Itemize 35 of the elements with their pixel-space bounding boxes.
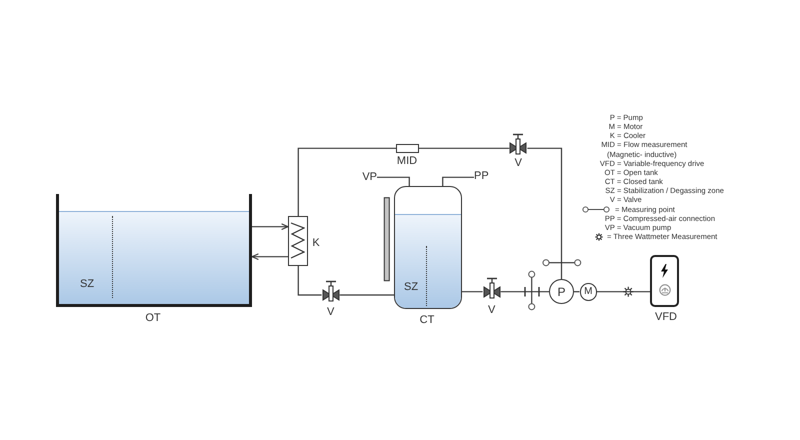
valve-label: V — [327, 306, 334, 319]
cooler-box — [288, 216, 308, 266]
cooler-label: K — [312, 237, 320, 250]
pipe-line — [527, 148, 562, 279]
drive-unit-box — [650, 255, 679, 307]
flow-arrow — [252, 223, 289, 230]
zone-label: SZ — [80, 278, 94, 291]
valve-symbol — [322, 280, 340, 302]
valve-label: V — [514, 157, 522, 170]
zone-label: SZ — [404, 281, 418, 294]
valve-symbol — [482, 276, 501, 299]
pipe-line — [377, 176, 410, 186]
pipe-line — [597, 291, 650, 292]
tank-label: OT — [145, 312, 161, 325]
flow-arrow — [251, 253, 288, 260]
pipe-line — [298, 266, 322, 296]
pipe-line — [442, 176, 474, 186]
closed-tank — [394, 186, 462, 309]
motor-symbol: M — [580, 283, 597, 300]
valve-symbol — [509, 133, 528, 156]
pipe-line — [500, 291, 549, 292]
flow-meter-label: MID — [396, 155, 418, 168]
pipe-line — [298, 148, 396, 216]
pump-symbol: P — [549, 279, 574, 304]
tank-label: CT — [420, 314, 434, 327]
pipe-line — [340, 294, 394, 296]
open-tank — [56, 194, 252, 307]
pipe-line — [574, 291, 580, 292]
valve-label: V — [488, 304, 496, 317]
flow-meter-box — [396, 144, 419, 153]
pipe-line — [462, 291, 483, 292]
connection-label: PP — [474, 170, 490, 183]
connection-label: VP — [361, 171, 377, 184]
pipe-line — [419, 148, 510, 149]
drive-label: VFD — [655, 311, 677, 324]
